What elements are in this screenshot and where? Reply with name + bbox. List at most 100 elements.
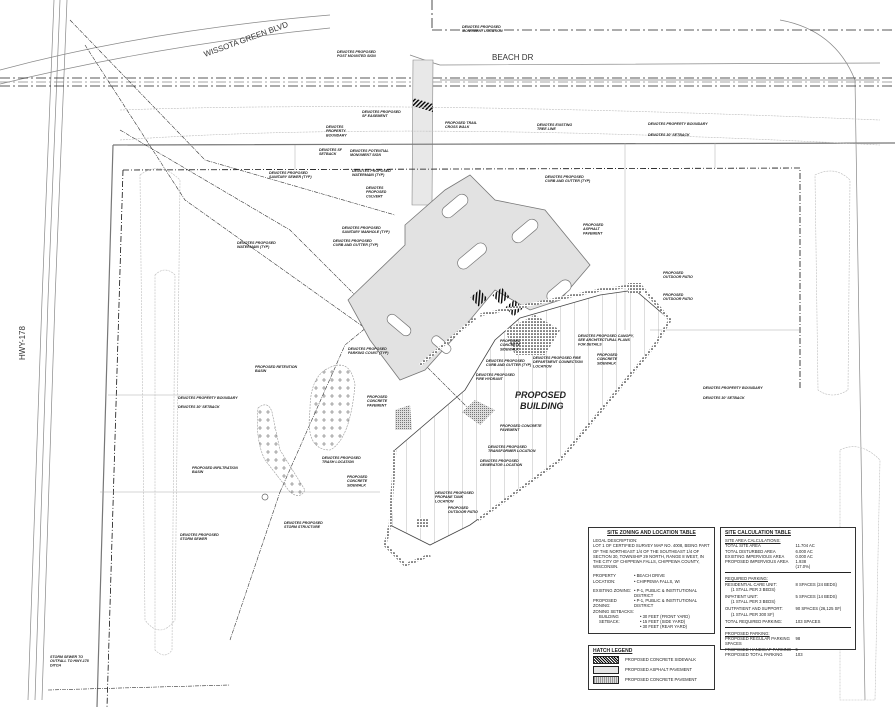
callout-label: CROSS WALK (445, 125, 470, 129)
callout-label: PROPOSED (597, 353, 618, 357)
building-label: BUILDING (520, 401, 564, 411)
callout-label: PROPOSED INFILTRATION (192, 466, 238, 470)
legal-description-label: LEGAL DESCRIPTION: (593, 538, 638, 544)
callout-label: LOCATION (435, 499, 454, 503)
row-value: 6.000 AC (795, 548, 813, 554)
legend-title: HATCH LEGEND (593, 648, 633, 654)
parking-islands (386, 193, 572, 354)
callout-label: ASPHALT (582, 227, 601, 231)
callout-label: GENERATOR LOCATION (480, 463, 523, 467)
callout-label: SIDEWALK (500, 347, 519, 351)
concrete-pavement (395, 400, 495, 430)
existing-zoning-label: EXISTING ZONING: (593, 587, 632, 593)
callout-label: OUTFALL TO HWY-178 (50, 659, 89, 663)
site-calculation-table: SITE CALCULATION TABLE SITE AREA CALCULA… (720, 527, 856, 657)
callout-label: SETBACK (319, 152, 337, 156)
callout-label: SIDEWALK (347, 483, 366, 487)
property-value: • CHIPPEWA FALLS, WI (633, 578, 680, 584)
building-label-line: PROPOSED (515, 390, 567, 400)
row-value: 98 (795, 636, 801, 642)
canopy (505, 315, 560, 355)
property-value: • BEACH DRIVE (633, 573, 665, 579)
callout-label: PROPOSED (448, 506, 469, 510)
section-header: REQUIRED PARKING: (725, 576, 768, 582)
callout-label: STORM STRUCTURE (284, 525, 321, 529)
callout-label: DENOTES POTENTIAL (350, 149, 389, 153)
callout-label: TRASH LOCATION (322, 460, 354, 464)
retention-basin (308, 364, 356, 451)
callout-label: DENOTES (326, 125, 344, 129)
setback-value: • 30 FEET (REAR YARD) (639, 624, 688, 630)
row-label: TOTAL SITE AREA (725, 543, 761, 549)
row-value: 8 SPACES (24 BEDS) (795, 581, 837, 587)
setback-value: • 15 FEET (SIDE YARD) (639, 619, 686, 625)
callout-label: DENOTES PROPOSED FIRE (533, 356, 582, 360)
row-value: 103 (795, 651, 803, 657)
callout-label: DENOTES PROPERTY BOUNDARY (703, 386, 763, 390)
callout-label: DENOTES PROPERTY BOUNDARY (648, 122, 708, 126)
hatch-legend: HATCH LEGEND PROPOSED CONCRETE SIDEWALK … (588, 645, 715, 690)
callout-label: DENOTES PROPOSED (486, 359, 525, 363)
dimension-lines (100, 143, 800, 493)
row-value: 0.000 AC (795, 553, 813, 559)
callout-label: CURB AND GUTTER (TYP) (333, 243, 379, 247)
patio-north (628, 283, 642, 293)
road-label-beach-dr: BEACH DR (492, 53, 534, 62)
row-note: (1 STALL PER 300 SF) (731, 611, 775, 617)
site-zoning-location-table: SITE ZONING AND LOCATION TABLE LEGAL DES… (588, 527, 715, 634)
building-label-line: BUILDING (520, 401, 564, 411)
row-label: PROPOSED TOTAL PARKING (725, 651, 783, 657)
patio-south (417, 518, 429, 528)
row-label: OUTPATIENT AND SUPPORT: (725, 606, 783, 612)
total-required-value: 103 SPACES (795, 618, 821, 624)
callout-label: OUTDOOR PATIO (663, 275, 693, 279)
callout-label: CURB AND GUTTER (TYP) (545, 179, 591, 183)
callout-label: PAVEMENT (583, 231, 603, 235)
table-row: (17.0%) (725, 564, 851, 569)
callout-label: DENOTES PROPOSED (462, 25, 501, 29)
callout-label: PROPOSED (663, 293, 684, 297)
callout-label: DENOTES PROPOSED (362, 110, 401, 114)
row-label (725, 564, 796, 569)
section-header: PROPOSED PARKING: (725, 631, 770, 637)
callout-label: DENOTES PROPOSED (545, 175, 584, 179)
roadways (0, 0, 881, 701)
road-label-wissota-green-blvd: WISSOTA GREEN BLVD (203, 20, 290, 59)
area-rows: TOTAL SITE AREA 11.704 AC TOTAL DISTURBED … (725, 543, 851, 569)
legend-item-label: PROPOSED ASPHALT PAVEMENT (625, 667, 692, 673)
callout-label: DENOTES PROPOSED (237, 241, 276, 245)
asphalt-swatch (593, 666, 619, 675)
callout-label: POST MOUNTED SIGN (337, 54, 376, 58)
row-label: PROPOSED HANDICAP PARKING (725, 646, 792, 652)
row-label: TOTAL DISTURBED AREA (725, 548, 776, 554)
concrete-pavement-swatch (593, 676, 619, 685)
table-title: SITE ZONING AND LOCATION TABLE (607, 530, 696, 536)
row-note: (1 STALL PER 3 BEDS) (731, 599, 776, 605)
callout-label: PROPOSED (500, 339, 521, 343)
row-value: 11.704 AC (795, 543, 815, 549)
row-value: 1.938 (795, 559, 807, 565)
callout-label: DENOTES PROPOSED (284, 521, 323, 525)
callout-label: FIRE HYDRANT (476, 377, 504, 381)
callout-label: DEPARTMENT CONNECTION (533, 360, 583, 364)
callout-label: DENOTES PROPOSED CANOPY, (578, 334, 634, 338)
callout-label: SANITARY MANHOLE (TYP) (342, 230, 390, 234)
callout-label: DENOTES PROPOSED (337, 50, 376, 54)
callout-label: PROPANE TANK (435, 495, 464, 499)
callout-label: WATERMAIN (TYP) (237, 245, 270, 249)
concrete-sidewalk-swatch (593, 656, 619, 665)
callout-label: LOCATION (533, 364, 552, 368)
callout-label: BASIN (255, 369, 267, 373)
callout-label: PAVEMENT (500, 428, 520, 432)
row-note: (1 STALL PER 3 BEDS) (731, 586, 776, 592)
setback-value: • 30 FEET (FRONT YARD) (639, 613, 690, 619)
required-parking-rows: RESIDENTIAL CARE UNIT:8 SPACES (24 BEDS)… (725, 582, 851, 617)
callout-label: DENOTES PROPOSED (269, 171, 308, 175)
table-row: OUTPATIENT AND SUPPORT:90 SPACES (26,125… (725, 606, 851, 611)
callout-label: CONCRETE (347, 479, 368, 483)
